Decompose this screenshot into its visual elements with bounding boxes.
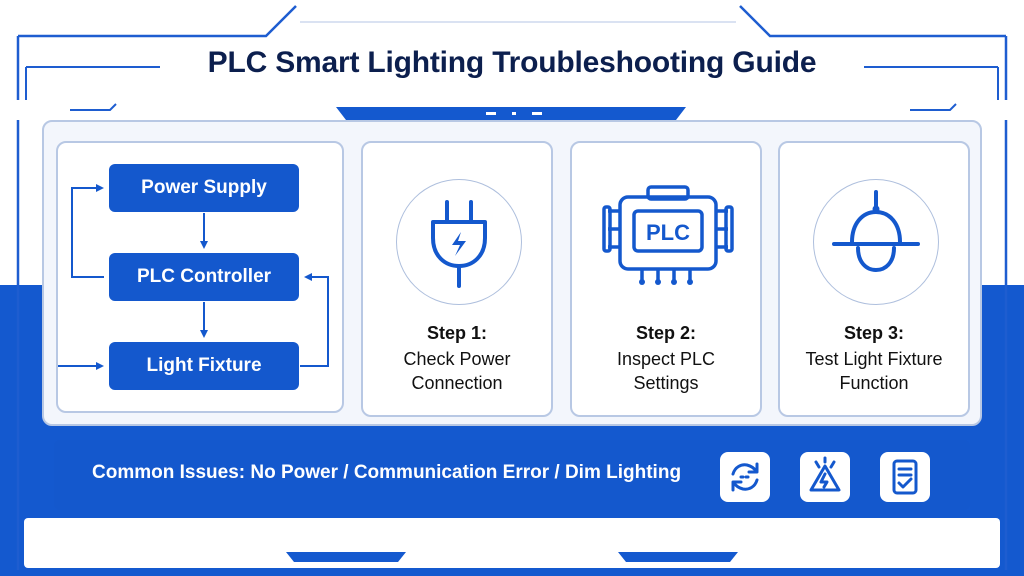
node-plc-controller: PLC Controller (109, 253, 299, 301)
plc-icon-label: PLC (646, 220, 690, 245)
plug-icon (396, 179, 522, 305)
node-light-fixture: Light Fixture (109, 342, 299, 390)
step-title: Step 1: (426, 323, 487, 343)
checklist-icon[interactable] (880, 452, 930, 502)
page-title: PLC Smart Lighting Troubleshooting Guide (207, 46, 817, 79)
step-card-3: Step 3: Test Light Fixture Function (778, 141, 970, 417)
step-card-1: Step 1: Check Power Connection (361, 141, 553, 417)
step-description: Inspect PLC Settings (616, 349, 716, 393)
step-title: Step 3: (843, 323, 904, 343)
node-power-supply: Power Supply (109, 164, 299, 212)
step-card-2: PLC Step 2: Inspect PLC Settings (570, 141, 762, 417)
step-description: Test Light Fixture Function (805, 349, 943, 393)
step-title: Step 2: (635, 323, 696, 343)
step-description: Check Power Connection (403, 349, 511, 393)
pendant-lamp-icon (813, 179, 939, 305)
plc-module-icon: PLC (590, 181, 746, 291)
refresh-icon[interactable] (720, 452, 770, 502)
warning-icon[interactable] (800, 452, 850, 502)
common-issues-bar: Common Issues: No Power / Communication … (54, 440, 970, 510)
common-issues-text: Common Issues: No Power / Communication … (92, 462, 682, 483)
